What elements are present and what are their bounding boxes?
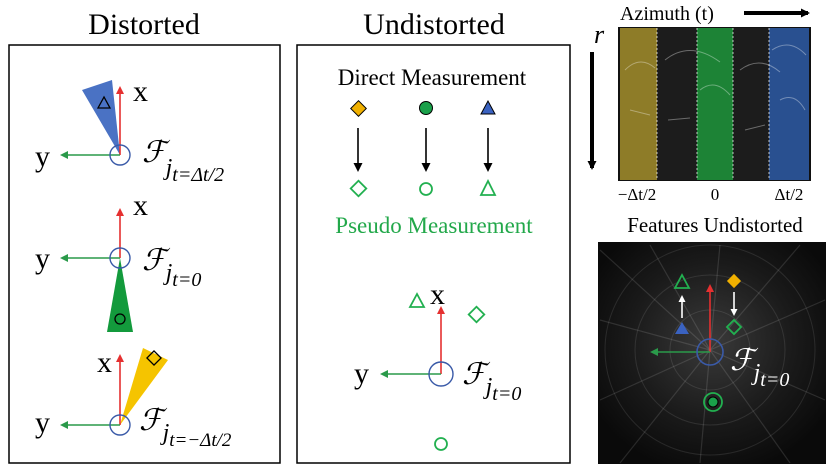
- frame-origin-circle: [109, 247, 131, 269]
- y-label: y: [35, 140, 50, 173]
- circle-marker: [419, 101, 433, 115]
- undistorted-panel: [296, 44, 571, 464]
- distorted-panel: [8, 44, 281, 464]
- distorted-title: Distorted: [88, 8, 200, 41]
- diamond-marker: [146, 350, 162, 366]
- tick-label-neg: −Δt/2: [618, 185, 656, 204]
- y-label: y: [354, 357, 369, 390]
- frame-label: ℱjt=0: [142, 244, 201, 291]
- yellow-wedge: [120, 348, 168, 425]
- frame-label: ℱjt=Δt/2: [142, 136, 224, 186]
- strip-dark: [657, 28, 697, 180]
- diamond-marker: [350, 100, 367, 117]
- strip-yellow: [620, 28, 657, 180]
- pseudo-circle-marker: [434, 437, 448, 451]
- tick-label-zero: 0: [711, 185, 720, 204]
- blue-wedge: [82, 80, 120, 155]
- frame-label: ℱjt=−Δt/2: [139, 404, 232, 451]
- triangle-marker: [480, 99, 496, 115]
- distorted-frame-middle: x y ℱjt=0: [35, 189, 201, 332]
- radar-scan-image: [618, 27, 811, 181]
- strip-dark: [733, 28, 769, 180]
- y-label: y: [35, 242, 50, 275]
- pseudo-circle-marker: [419, 182, 433, 196]
- azimuth-label: Azimuth (t): [620, 3, 714, 25]
- pseudo-measurement-label: Pseudo Measurement: [335, 213, 533, 238]
- pseudo-triangle-marker: [479, 178, 497, 196]
- pseudo-diamond-marker: [725, 318, 743, 336]
- green-wedge: [107, 258, 133, 332]
- frame-origin-circle: [109, 144, 131, 166]
- x-label: x: [133, 75, 148, 108]
- diamond-marker: [726, 273, 742, 289]
- pseudo-diamond-marker: [349, 179, 368, 198]
- distorted-frame-top: x y ℱjt=Δt/2: [35, 75, 224, 186]
- pseudo-diamond-marker: [467, 305, 486, 324]
- distorted-frame-bottom: x y ℱjt=−Δt/2: [35, 346, 232, 451]
- circle-marker: [707, 396, 719, 408]
- strip-green: [697, 28, 733, 180]
- pseudo-circle-marker: [703, 392, 723, 412]
- features-image: ℱjt=0: [598, 242, 826, 464]
- pseudo-triangle-marker: [673, 273, 691, 289]
- frame-origin-circle: [696, 338, 724, 366]
- direct-measurement-label: Direct Measurement: [338, 65, 527, 90]
- tick-label-pos: Δt/2: [775, 185, 804, 204]
- pseudo-triangle-marker: [408, 292, 426, 308]
- x-label: x: [133, 189, 148, 222]
- triangle-marker: [96, 95, 112, 109]
- range-label: r: [594, 20, 605, 49]
- features-title: Features Undistorted: [627, 213, 803, 237]
- circle-marker: [114, 313, 126, 325]
- undistorted-frame: x y ℱjt=0: [354, 278, 521, 451]
- frame-origin-circle: [428, 361, 454, 387]
- x-label: x: [430, 278, 445, 311]
- x-label: x: [97, 346, 112, 379]
- strip-blue: [769, 28, 809, 180]
- frame-origin-circle: [109, 414, 131, 436]
- undistorted-title: Undistorted: [363, 8, 505, 41]
- triangle-marker: [675, 322, 689, 334]
- y-label: y: [35, 406, 50, 439]
- frame-label: ℱjt=0: [462, 358, 521, 405]
